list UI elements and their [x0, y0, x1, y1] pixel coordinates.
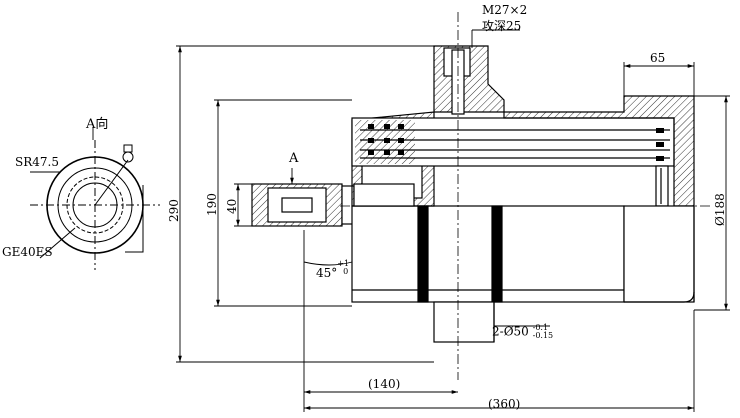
angle-tolerance-lower: 0 — [343, 267, 349, 276]
view-label: A向 — [86, 117, 109, 132]
cylinder-section — [251, 12, 710, 380]
sphere-radius-label: SR47.5 — [15, 155, 59, 169]
trunnion-diameter: 2-Ø50 — [492, 324, 529, 339]
view-a-drawing — [30, 140, 160, 270]
angle-dimension: 45°+10 — [316, 260, 354, 280]
dimension-140: (140) — [368, 377, 401, 391]
angle-tolerance-upper: +1 — [337, 259, 350, 268]
section-label: A — [289, 151, 299, 166]
thread-depth-label: 攻深25 — [482, 19, 522, 33]
trunnion-tolerance-lower: -0.15 — [532, 331, 554, 340]
dimension-290: 290 — [167, 199, 181, 222]
angle-value: 45° — [316, 266, 338, 280]
bearing-label: GE40ES — [2, 245, 53, 259]
dimension-190: 190 — [205, 193, 219, 216]
thread-spec-label: M27×2 — [482, 3, 528, 17]
dimension-360: (360) — [488, 397, 521, 411]
dimension-lines — [92, 29, 730, 412]
dimension-diameter-188: Ø188 — [713, 193, 727, 226]
trunnion-dimension: 2-Ø50 -0.1 -0.15 — [492, 324, 553, 340]
dimension-40: 40 — [225, 198, 239, 214]
trunnion-tolerance-upper: -0.1 — [532, 323, 549, 332]
dimension-65: 65 — [650, 51, 666, 65]
